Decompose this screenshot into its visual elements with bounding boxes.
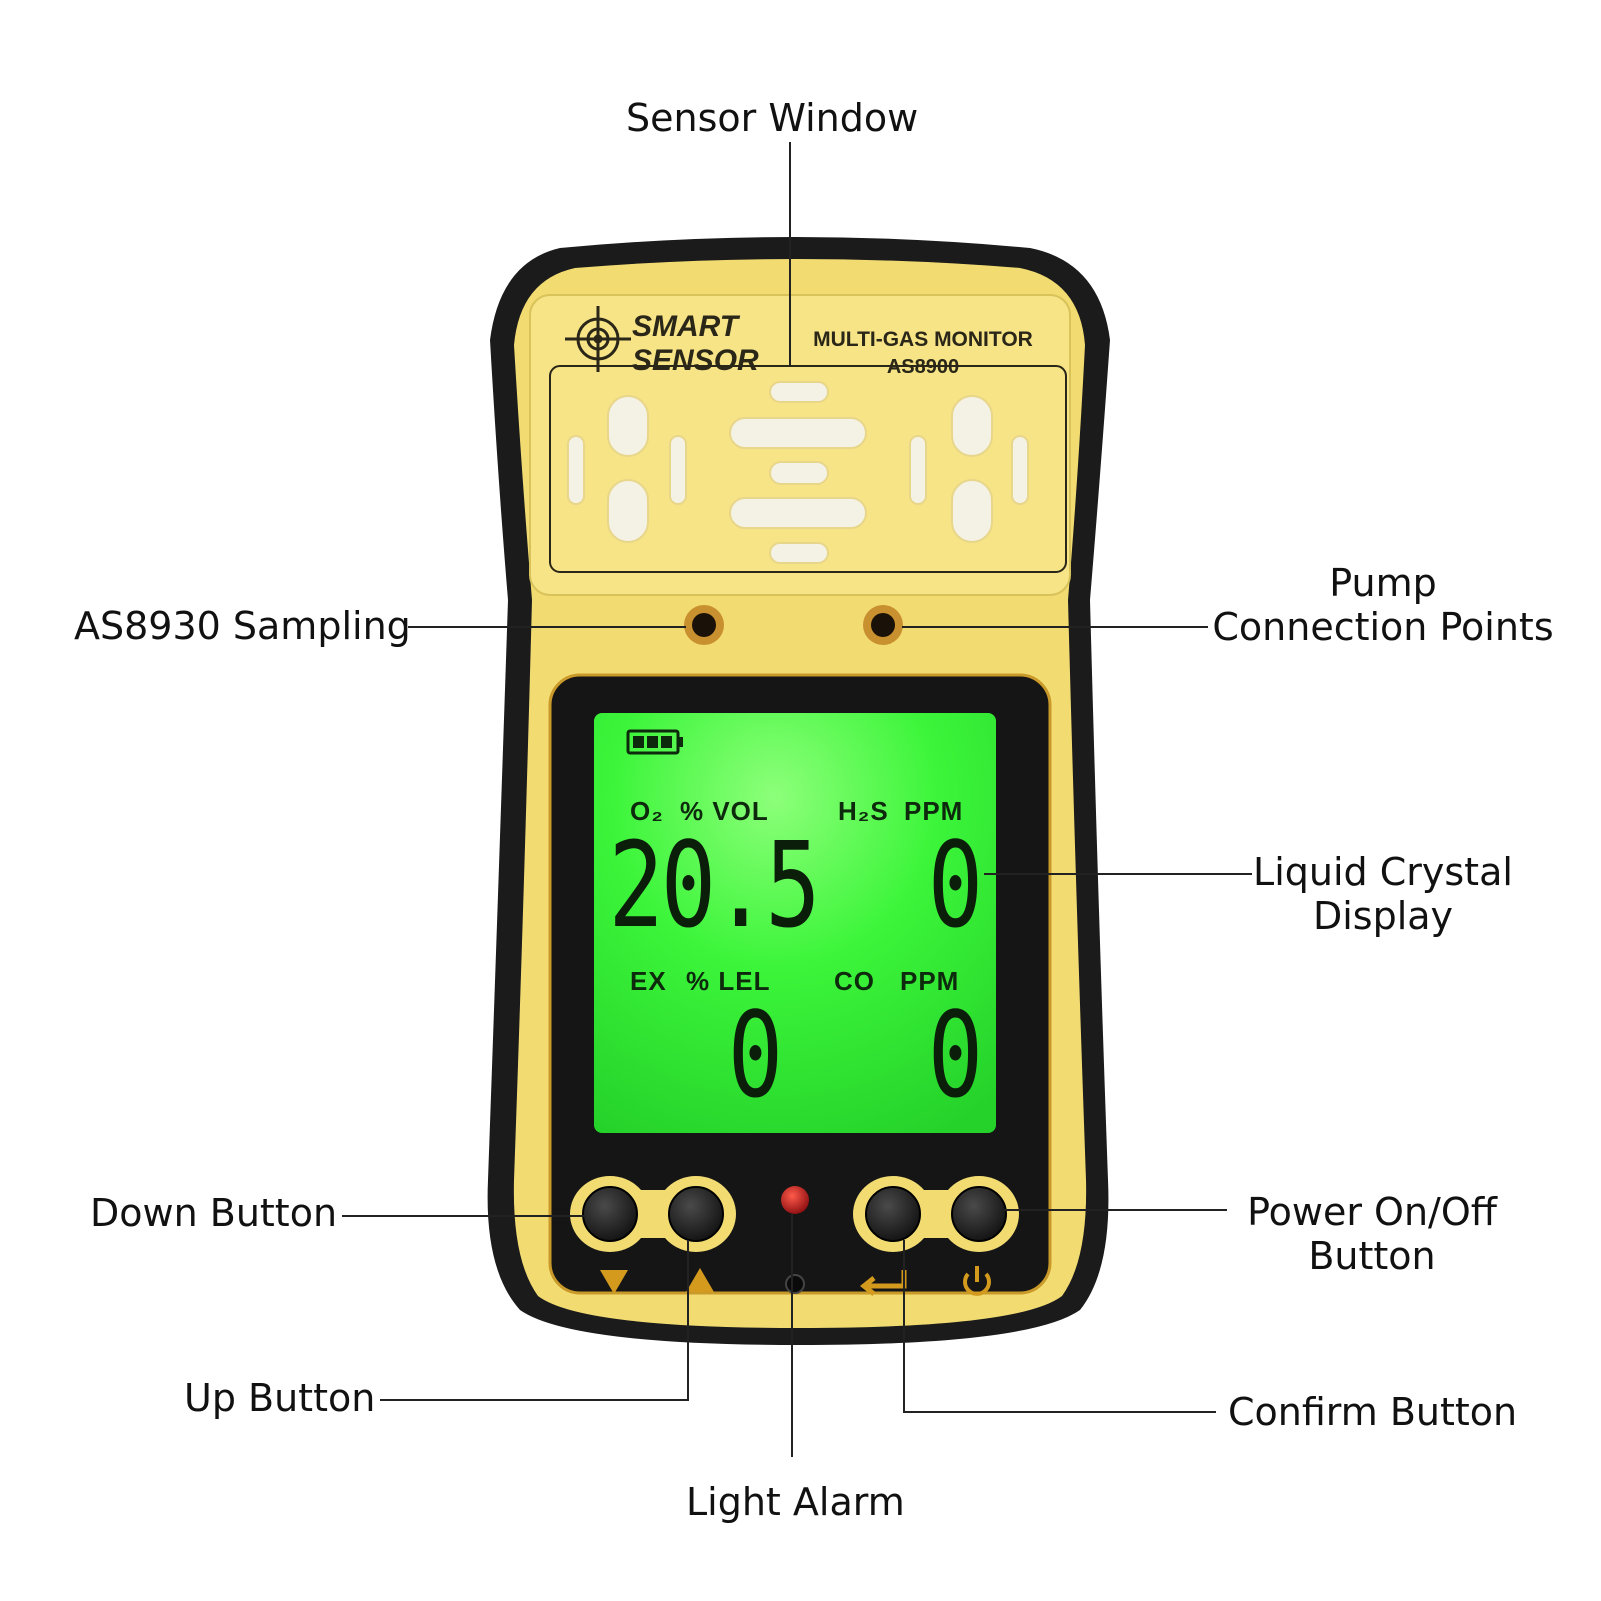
o2-unit-label: % VOL — [680, 796, 769, 826]
callout-lines — [342, 142, 1252, 1457]
label-as8930-sampling: AS8930 Sampling — [74, 604, 411, 648]
pump-label-line2: Connection Points — [1212, 605, 1554, 649]
up-button-line — [380, 1240, 689, 1401]
o2-gas-label: O₂ — [630, 796, 664, 826]
light-alarm-led — [781, 1186, 809, 1214]
ex-value: 0 — [727, 986, 783, 1124]
label-sensor-window: Sensor Window — [626, 96, 919, 140]
up-triangle-icon — [686, 1268, 714, 1292]
down-button — [582, 1186, 638, 1242]
buzzer-hole — [785, 1274, 805, 1294]
lcd-label-line2: Display — [1312, 894, 1454, 938]
label-down-button: Down Button — [90, 1191, 338, 1235]
product-title: MULTI-GAS MONITOR — [813, 328, 1033, 351]
battery-full-icon — [626, 729, 683, 755]
label-light-alarm: Light Alarm — [686, 1480, 905, 1524]
sensor-window-frame — [549, 365, 1067, 573]
pump-connection-point-right — [863, 605, 903, 645]
co-gas-label: CO — [834, 966, 875, 996]
sensor-slots — [567, 381, 1029, 564]
brand-sensor: SENSOR — [632, 344, 759, 377]
label-liquid-crystal-display: Liquid Crystal Display — [1252, 850, 1514, 938]
label-power-button: Power On/Off Button — [1232, 1190, 1512, 1278]
h2s-unit-label: PPM — [904, 796, 964, 826]
o2-value: 20.5 — [608, 816, 820, 954]
h2s-value: 0 — [927, 816, 983, 954]
down-triangle-icon — [600, 1270, 628, 1294]
confirm-button — [865, 1186, 921, 1242]
brand-smart: SMART — [632, 310, 739, 343]
power-button — [951, 1186, 1007, 1242]
ex-gas-label: EX — [630, 966, 667, 996]
label-up-button: Up Button — [184, 1376, 376, 1420]
co-value: 0 — [927, 986, 983, 1124]
lcd-screen — [594, 713, 996, 1133]
ex-unit-label: % LEL — [686, 966, 771, 996]
power-label-line2: Button — [1308, 1234, 1436, 1278]
co-unit-label: PPM — [900, 966, 960, 996]
model-number: AS8900 — [886, 356, 960, 378]
confirm-button-line — [903, 1240, 1216, 1413]
pump-connection-point-left — [684, 605, 724, 645]
h2s-gas-label: H₂S — [838, 796, 889, 826]
crosshair-logo-icon — [565, 306, 631, 372]
label-pump-connection-points: Pump Connection Points — [1208, 561, 1558, 649]
pump-label-line1: Pump — [1329, 561, 1437, 605]
lcd-label-line1: Liquid Crystal — [1253, 850, 1513, 894]
power-icon — [963, 1266, 991, 1296]
label-confirm-button: Confirm Button — [1228, 1390, 1518, 1434]
power-label-line1: Power On/Off — [1247, 1190, 1497, 1234]
up-button — [668, 1186, 724, 1242]
